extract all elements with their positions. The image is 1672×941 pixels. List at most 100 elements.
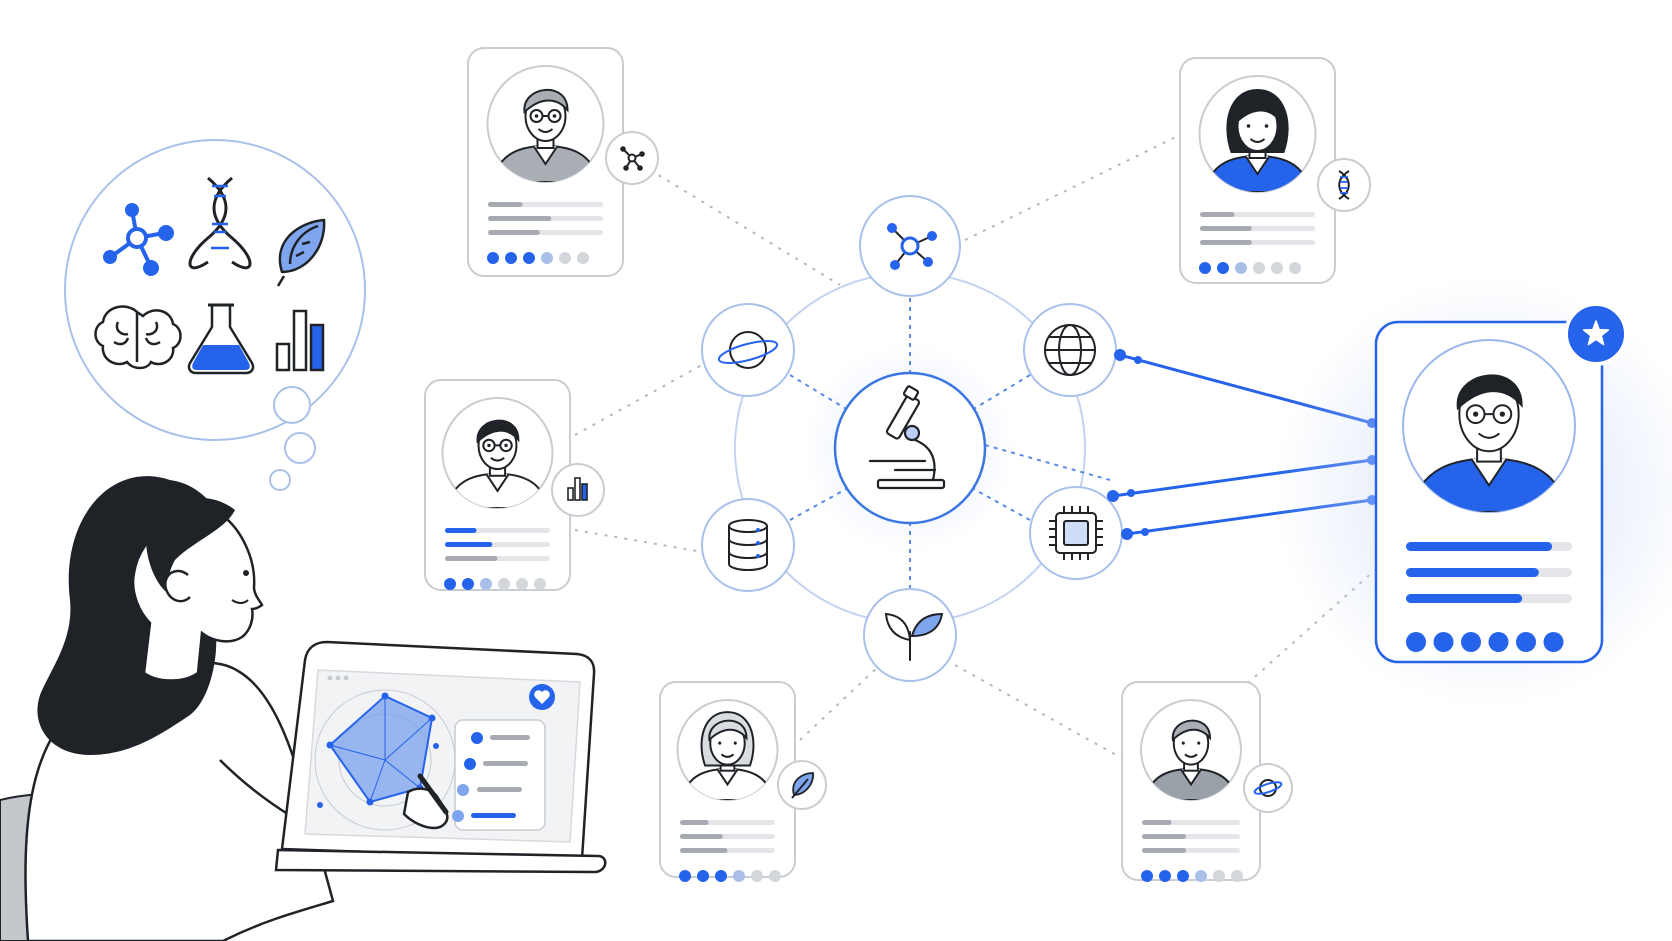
rating-dots [679,870,781,882]
radar-chart-icon [314,689,456,831]
rating-dots [444,578,546,590]
hub-node-planet[interactable] [701,303,795,397]
hub-network [701,195,1123,682]
heart-icon [529,684,555,710]
rating-dot-filled [1217,262,1229,274]
rating-dot-empty [516,578,528,590]
rating-dot-filled [715,870,727,882]
leaf-badge [777,760,827,810]
bar-fill [1406,542,1553,551]
profile-cards [424,47,1672,882]
profile-card-bottom-right[interactable] [1121,681,1293,882]
rating-dot-empty [769,870,781,882]
rating-dot-empty [1231,870,1243,882]
rating-dots [1406,632,1564,652]
hub-node-chip[interactable] [1029,486,1123,580]
bar-fill [488,230,540,235]
skill-bars [1406,542,1572,603]
hub-node-molecule[interactable] [859,195,961,297]
bar-chart-icon [567,477,588,501]
rating-dot-filled [679,870,691,882]
star-badge [1564,302,1628,366]
bar-fill [445,556,498,561]
rating-dot-empty [498,578,510,590]
rating-dots [1199,262,1301,274]
globe-icon [1044,324,1096,376]
bar-fill [488,202,523,207]
rating-dot-filled [1177,870,1189,882]
dna-badge [1317,158,1371,212]
rating-dot-filled [1543,632,1564,652]
bar-fill [1406,568,1539,577]
thought-bubble [64,139,366,491]
rating-dot-filled [1516,632,1536,652]
profile-card-featured[interactable] [1274,277,1672,707]
rating-dot-filled [1159,870,1171,882]
sprout-icon [884,612,944,661]
skill-bars [488,202,603,235]
rating-dot-filled [1141,870,1153,882]
molecule-icon [620,146,645,171]
rating-dot-filled [1461,632,1481,652]
bar-fill [1406,594,1523,603]
flask-icon [187,303,255,375]
rating-dot-empty [1271,262,1283,274]
rating-dot-filled [505,252,517,264]
profile-card-top-left[interactable] [467,47,659,277]
rating-dot-empty [1195,870,1207,882]
rating-dot-empty [480,578,492,590]
bar-fill [1142,820,1172,825]
leaf-icon [276,218,326,287]
dna-icon [188,176,252,270]
bar-fill [680,820,709,825]
bar-chart-badge [551,463,605,517]
leaf-icon [791,772,814,799]
bar-fill [1142,848,1187,853]
skill-bars [1200,212,1315,245]
hub-node-sprout[interactable] [863,588,957,682]
molecule-icon [887,223,937,270]
planet-icon [717,331,779,369]
rating-dot-filled [1433,632,1454,652]
hub-node-database[interactable] [701,498,795,592]
bar-fill [445,528,477,533]
rating-dot-filled [1488,632,1509,652]
rating-dot-empty [559,252,571,264]
rating-dot-empty [1235,262,1247,274]
laptop-list [452,732,530,822]
rating-dots [1141,870,1243,882]
rating-dot-empty [577,252,589,264]
rating-dot-filled [523,252,535,264]
rating-dot-filled [1406,632,1426,652]
avatar [486,65,605,183]
laptop [274,640,607,874]
rating-dot-filled [697,870,709,882]
rating-dot-empty [541,252,553,264]
molecule-icon [103,203,174,276]
researcher-figure [0,476,421,941]
planet-badge [1243,763,1293,813]
bar-fill [1142,834,1187,839]
rating-dots [487,252,589,264]
avatar [1198,75,1317,193]
skill-bars [1142,820,1240,853]
rating-dot-empty [1253,262,1265,274]
database-icon [728,519,768,571]
rating-dot-empty [1213,870,1225,882]
bar-fill [445,542,493,547]
rating-dot-empty [733,870,745,882]
molecule-badge [605,131,659,185]
bar-fill [488,216,552,221]
rating-dot-filled [1199,262,1211,274]
profile-card-top-right[interactable] [1179,57,1371,284]
bar-fill [1200,240,1252,245]
rating-dot-filled [487,252,499,264]
rating-dot-empty [534,578,546,590]
profile-card-mid-left[interactable] [424,379,605,591]
rating-dot-empty [1289,262,1301,274]
hub-node-globe[interactable] [1023,303,1117,397]
profile-card-bottom-center[interactable] [659,681,827,882]
brain-icon [94,305,182,370]
